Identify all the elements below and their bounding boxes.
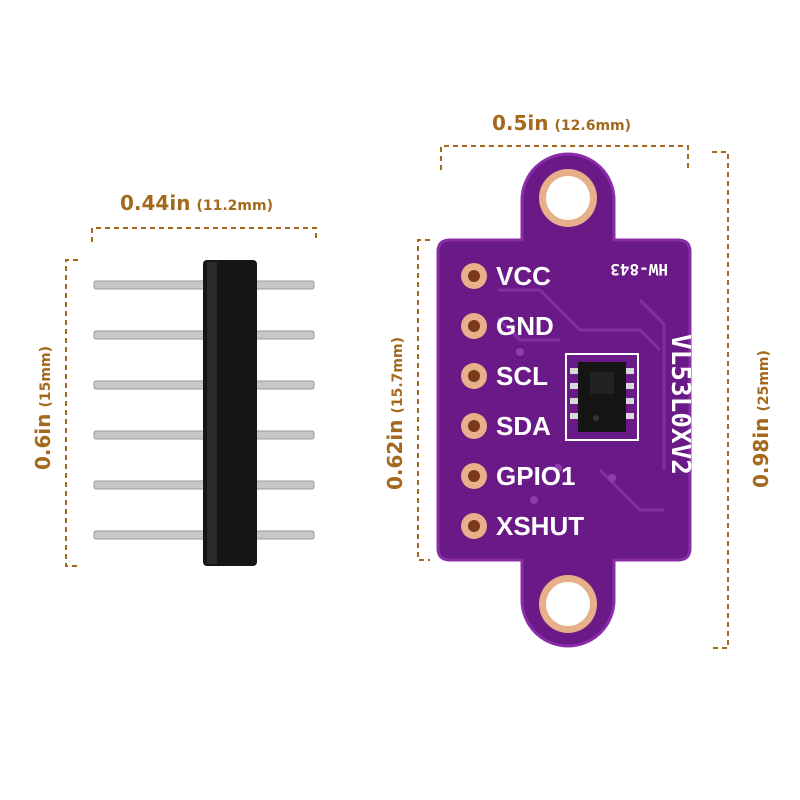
header-height-label: 0.6in(15mm) <box>31 346 55 470</box>
chip-name-silkscreen: VL53L0XV2 <box>665 334 695 475</box>
pin-pad: GND <box>461 311 554 341</box>
header-height-dimension-line <box>65 259 78 567</box>
board-pcb-height-dimension-line <box>417 239 430 561</box>
board-pcb-height-label: 0.62in(15.7mm) <box>383 337 407 490</box>
pin-label: XSHUT <box>496 511 584 541</box>
pin-label: SDA <box>496 411 551 441</box>
pin-pad: SCL <box>461 361 548 391</box>
model-code-silkscreen: HW-843 <box>610 260 668 279</box>
board-total-height-label: 0.98in(25mm) <box>749 350 773 488</box>
pin-label: SCL <box>496 361 548 391</box>
header-width-label: 0.44in(11.2mm) <box>120 191 273 215</box>
pin-label: VCC <box>496 261 551 291</box>
pin-pad: XSHUT <box>461 511 584 541</box>
header-width-dimension-line <box>91 227 317 242</box>
header-pins <box>93 280 315 540</box>
board-width-dimension-line <box>440 145 689 170</box>
board-total-height-dimension-line <box>712 151 729 649</box>
pin-label: GPIO1 <box>496 461 575 491</box>
pin-pad: SDA <box>461 411 551 441</box>
board-width-label: 0.5in(12.6mm) <box>492 111 631 135</box>
sensor-board: 0.5in(12.6mm) 0.62in(15.7mm) 0.98in(25mm… <box>383 111 773 649</box>
sensor-chip <box>565 353 639 441</box>
pin-pad: GPIO1 <box>461 461 575 491</box>
header-plastic-body <box>203 260 257 566</box>
pin-pad: VCC <box>461 261 551 291</box>
pin-label: GND <box>496 311 554 341</box>
pin-header: 0.44in(11.2mm) 0.6in(15mm) <box>31 191 317 567</box>
